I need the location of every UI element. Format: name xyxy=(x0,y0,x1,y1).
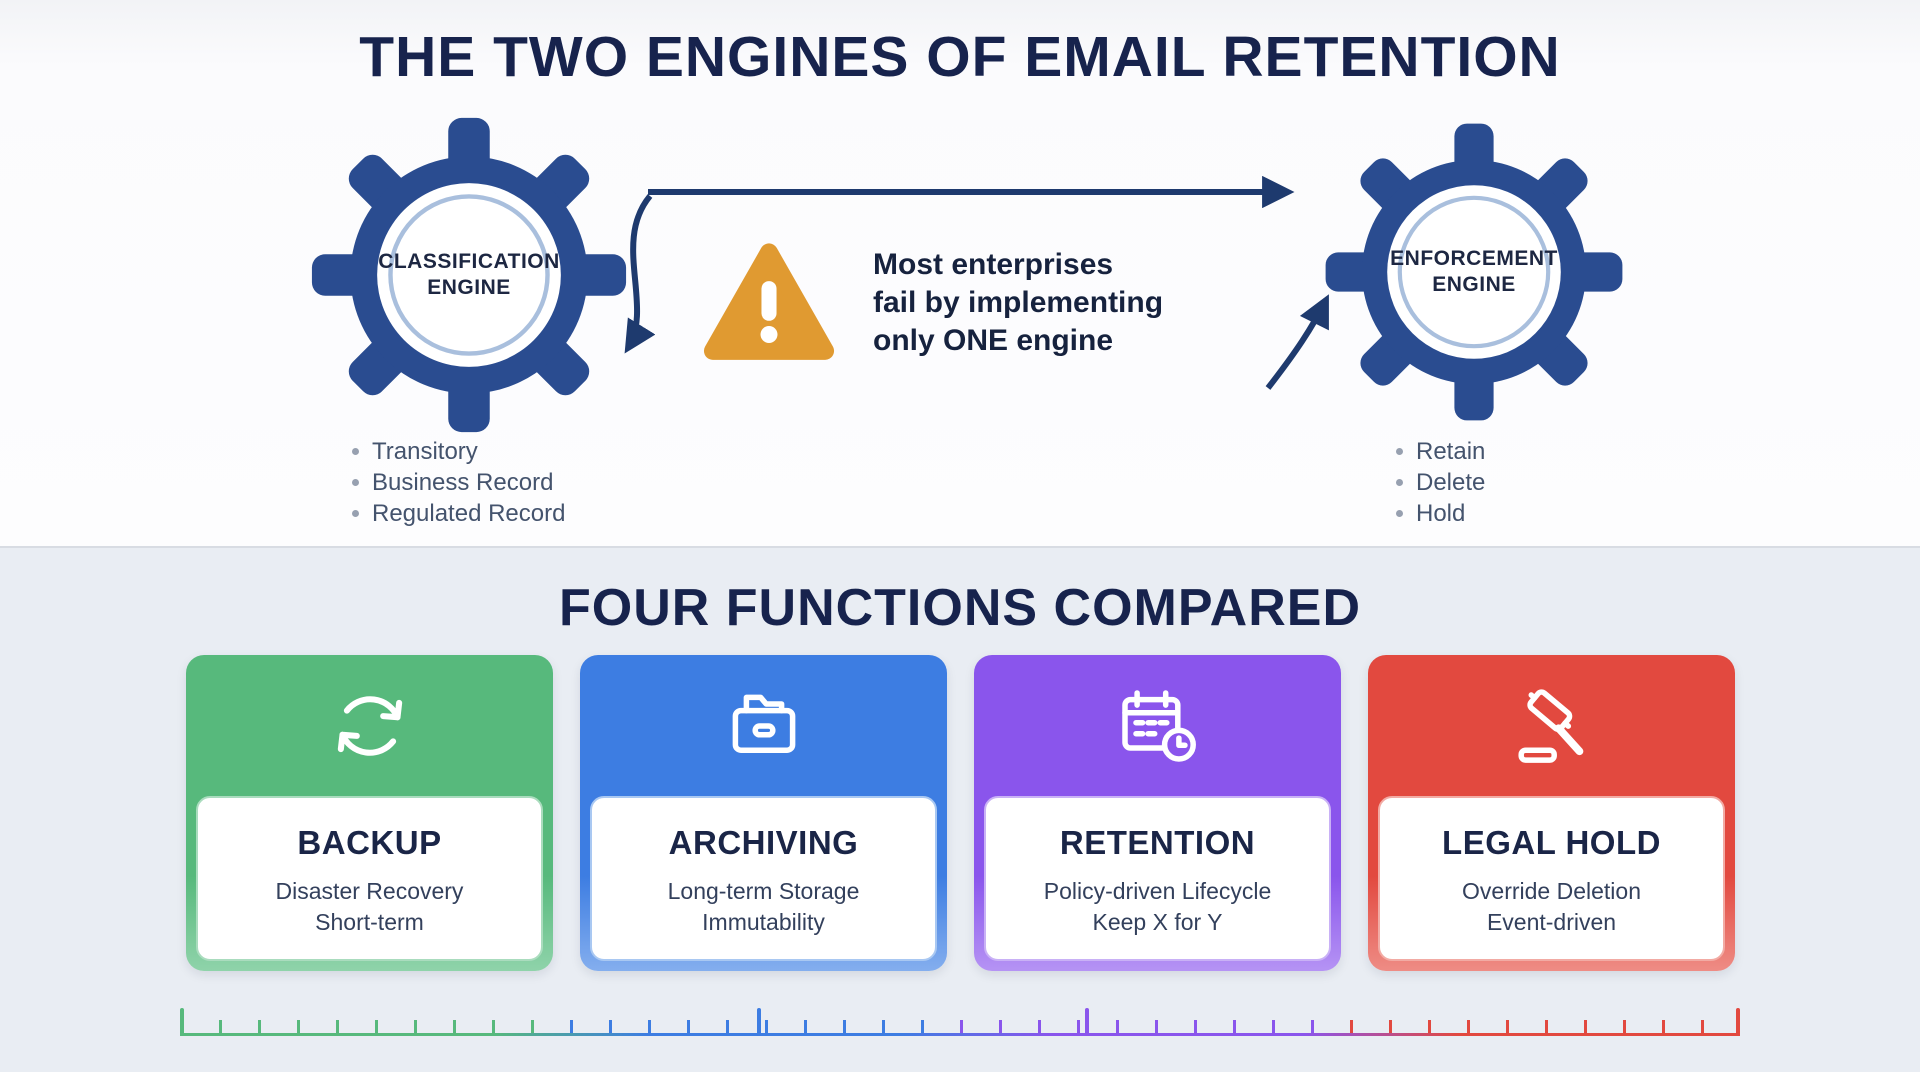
card-description-line: Event-driven xyxy=(1486,909,1617,935)
sync-arrows-icon xyxy=(337,696,402,756)
card-title: RETENTION xyxy=(1059,824,1256,861)
list-item: Business Record xyxy=(352,467,565,498)
bullet-dot-icon xyxy=(352,448,359,455)
card-description-line: Policy-driven Lifecycle xyxy=(1043,878,1272,904)
bullet-dot-icon xyxy=(1396,448,1403,455)
card-title: ARCHIVING xyxy=(668,824,859,861)
timeline-major-tick xyxy=(1736,1008,1740,1036)
bullet-dot-icon xyxy=(352,510,359,517)
timeline-ticks-blue xyxy=(570,1020,960,1033)
card-title: LEGAL HOLD xyxy=(1442,824,1661,861)
bullet-dot-icon xyxy=(1396,510,1403,517)
warning-caption-line: only ONE engine xyxy=(873,324,1114,357)
card-backup-panel: BACKUP Disaster Recovery Short-term xyxy=(196,796,543,961)
card-description-line: Keep X for Y xyxy=(1092,909,1223,935)
timeline-baseline xyxy=(180,1033,1740,1036)
comparison-title: FOUR FUNCTIONS COMPARED xyxy=(558,579,1361,637)
card-description-line: Disaster Recovery xyxy=(275,878,464,904)
card-description-line: Long-term Storage xyxy=(667,878,860,904)
card-legal-hold: LEGAL HOLD Override Deletion Event-drive… xyxy=(1368,655,1735,971)
card-description-line: Override Deletion xyxy=(1462,878,1641,904)
list-item: Transitory xyxy=(352,436,565,467)
card-title: BACKUP xyxy=(297,824,442,861)
page-title: THE TWO ENGINES OF EMAIL RETENTION xyxy=(359,25,1561,89)
calendar-clock-icon xyxy=(1121,690,1196,762)
list-item: Delete xyxy=(1396,467,1485,498)
card-description-line: Short-term xyxy=(315,909,424,935)
list-item: Hold xyxy=(1396,498,1485,529)
timeline-ticks-green xyxy=(180,1020,570,1033)
timeline-ticks-red xyxy=(1350,1020,1740,1033)
card-archiving-panel: ARCHIVING Long-term Storage Immutability xyxy=(590,796,937,961)
two-engines-section: THE TWO ENGINES OF EMAIL RETENTION xyxy=(0,0,1920,546)
list-item: Retain xyxy=(1396,436,1485,467)
classification-bullet-list: Transitory Business Record Regulated Rec… xyxy=(352,436,565,529)
bullet-dot-icon xyxy=(352,479,359,486)
timeline-major-tick xyxy=(180,1008,184,1036)
enforcement-engine-label: ENFORCEMENT ENGINE xyxy=(1390,247,1558,296)
archive-box-icon xyxy=(732,694,795,753)
warning-caption-line: fail by implementing xyxy=(873,286,1164,319)
timeline-major-tick xyxy=(757,1008,762,1036)
card-legal-hold-panel: LEGAL HOLD Override Deletion Event-drive… xyxy=(1378,796,1725,961)
card-archiving: ARCHIVING Long-term Storage Immutability xyxy=(580,655,947,971)
warning-triangle-icon xyxy=(703,243,835,360)
card-retention-panel: RETENTION Policy-driven Lifecycle Keep X… xyxy=(984,796,1331,961)
timeline-ticks-purple xyxy=(960,1020,1350,1033)
gavel-icon xyxy=(1517,689,1583,763)
warning-caption: Most enterprises fail by implementing on… xyxy=(873,246,1293,360)
timeline-ruler xyxy=(180,1002,1740,1036)
bullet-dot-icon xyxy=(1396,479,1403,486)
card-description-line: Immutability xyxy=(702,909,825,935)
enforcement-bullet-list: Retain Delete Hold xyxy=(1396,436,1485,529)
warning-caption-line: Most enterprises xyxy=(873,248,1114,281)
card-retention: RETENTION Policy-driven Lifecycle Keep X… xyxy=(974,655,1341,971)
list-item: Regulated Record xyxy=(352,498,565,529)
timeline-major-tick xyxy=(1084,1008,1089,1036)
classification-engine-gear-icon: CLASSIFICATION ENGINE xyxy=(306,112,632,438)
card-backup: BACKUP Disaster Recovery Short-term xyxy=(186,655,553,971)
enforcement-engine-gear-icon: ENFORCEMENT ENGINE xyxy=(1320,118,1628,426)
classification-engine-label: CLASSIFICATION ENGINE xyxy=(378,250,560,299)
